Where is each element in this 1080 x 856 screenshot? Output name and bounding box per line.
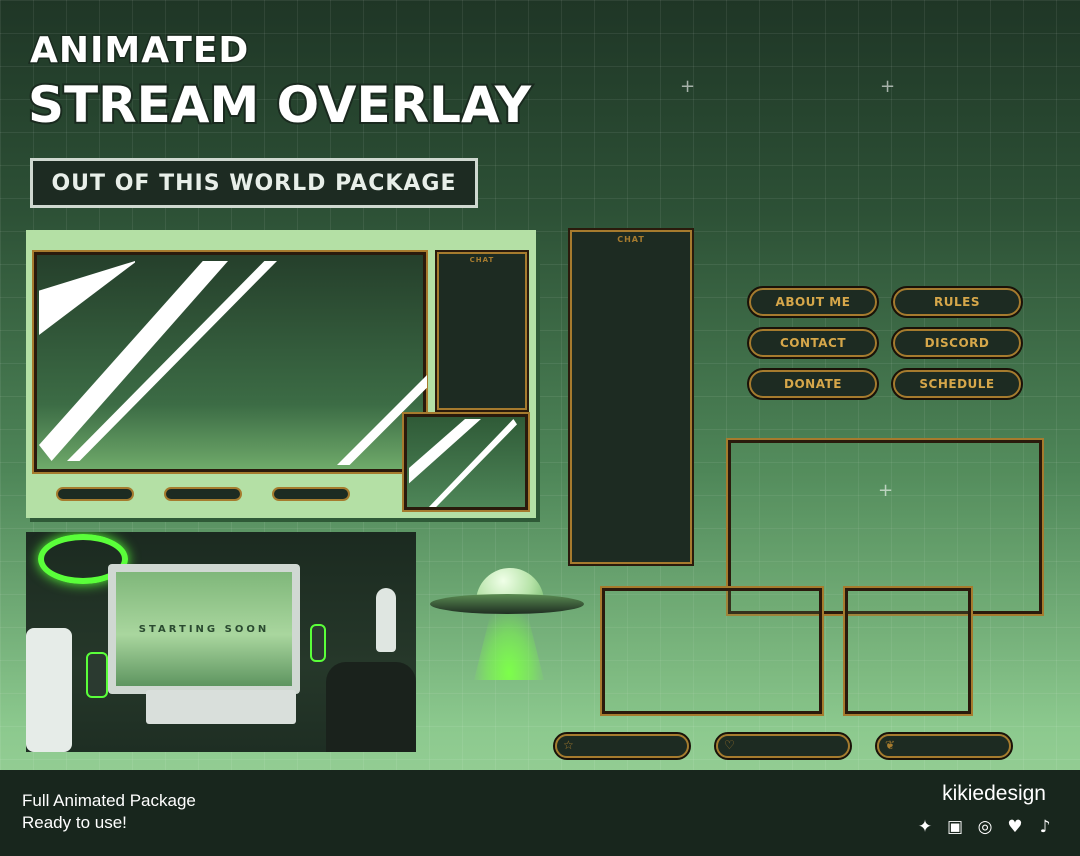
monitor: STARTING SOON [108, 564, 300, 694]
webcam-frame [402, 412, 530, 512]
title-line-1: ANIMATED [28, 29, 250, 73]
package-label: OUT OF THIS WORLD PACKAGE [51, 170, 457, 196]
mini-bar [272, 487, 350, 501]
button-label: RULES [934, 295, 980, 309]
mini-bar [164, 487, 242, 501]
instagram-icon[interactable]: ◎ [977, 817, 993, 837]
button-label: ABOUT ME [775, 295, 851, 309]
chat-label: CHAT [617, 235, 645, 244]
chat-box-tall: CHAT [568, 228, 694, 566]
chat-label: CHAT [469, 256, 495, 264]
pc-tower [26, 628, 72, 752]
twitter-icon[interactable]: ✦ [917, 817, 933, 837]
ufo-icon [430, 594, 584, 614]
glass-shine [67, 261, 277, 461]
screen-frame-large [726, 438, 1044, 616]
twitch-icon[interactable]: ▣ [946, 817, 964, 837]
speaker-left [86, 652, 108, 698]
contact-button[interactable]: CONTACT [747, 327, 879, 359]
rules-button[interactable]: RULES [891, 286, 1023, 318]
footer [0, 770, 1080, 856]
donate-button[interactable]: DONATE [747, 368, 879, 400]
glass-shine [409, 419, 481, 484]
label-bar-heart: ♡ [714, 732, 852, 760]
mini-bar [56, 487, 134, 501]
cam-frame-square [843, 586, 973, 716]
footer-line-2: Ready to use! [22, 813, 127, 832]
main-screen-frame [32, 250, 428, 474]
cam-frame-wide [600, 586, 824, 716]
footer-line-1: Full Animated Package [22, 791, 196, 810]
button-label: DONATE [784, 377, 842, 391]
starting-soon-text: STARTING SOON [138, 623, 270, 635]
gaming-chair [326, 662, 416, 752]
button-label: DISCORD [924, 336, 990, 350]
discord-button[interactable]: DISCORD [891, 327, 1023, 359]
package-badge: OUT OF THIS WORLD PACKAGE [30, 158, 478, 208]
label-bar-leaf: ❦ [875, 732, 1013, 760]
title-line-2: STREAM OVERLAY [26, 74, 533, 136]
keyboard [146, 690, 296, 724]
monitor-screen: STARTING SOON [116, 572, 292, 686]
speaker-right [310, 624, 326, 662]
alien-neon-sign [38, 534, 128, 584]
kofi-icon[interactable]: ♥ [1007, 817, 1023, 837]
glass-shine [427, 419, 517, 507]
tiktok-icon[interactable]: ♪ [1039, 817, 1051, 837]
sparkle-icon: + [878, 480, 894, 501]
social-icons: ✦ ▣ ◎ ♥ ♪ [914, 816, 1056, 838]
schedule-button[interactable]: SCHEDULE [891, 368, 1023, 400]
star-icon: ☆ [563, 738, 574, 752]
sparkle-icon: + [680, 76, 696, 97]
label-bar-star: ☆ [553, 732, 691, 760]
brand-name: kikiedesign [942, 782, 1046, 805]
setup-scene: STARTING SOON [26, 532, 416, 752]
leaf-icon: ❦ [885, 738, 896, 752]
heart-icon: ♡ [724, 738, 735, 752]
button-label: SCHEDULE [919, 377, 995, 391]
about-me-button[interactable]: ABOUT ME [747, 286, 879, 318]
chat-box-small: CHAT [435, 250, 529, 412]
glass-shine [39, 261, 135, 335]
sparkle-icon: + [880, 76, 896, 97]
lava-lamp [376, 588, 396, 652]
button-label: CONTACT [779, 336, 847, 350]
